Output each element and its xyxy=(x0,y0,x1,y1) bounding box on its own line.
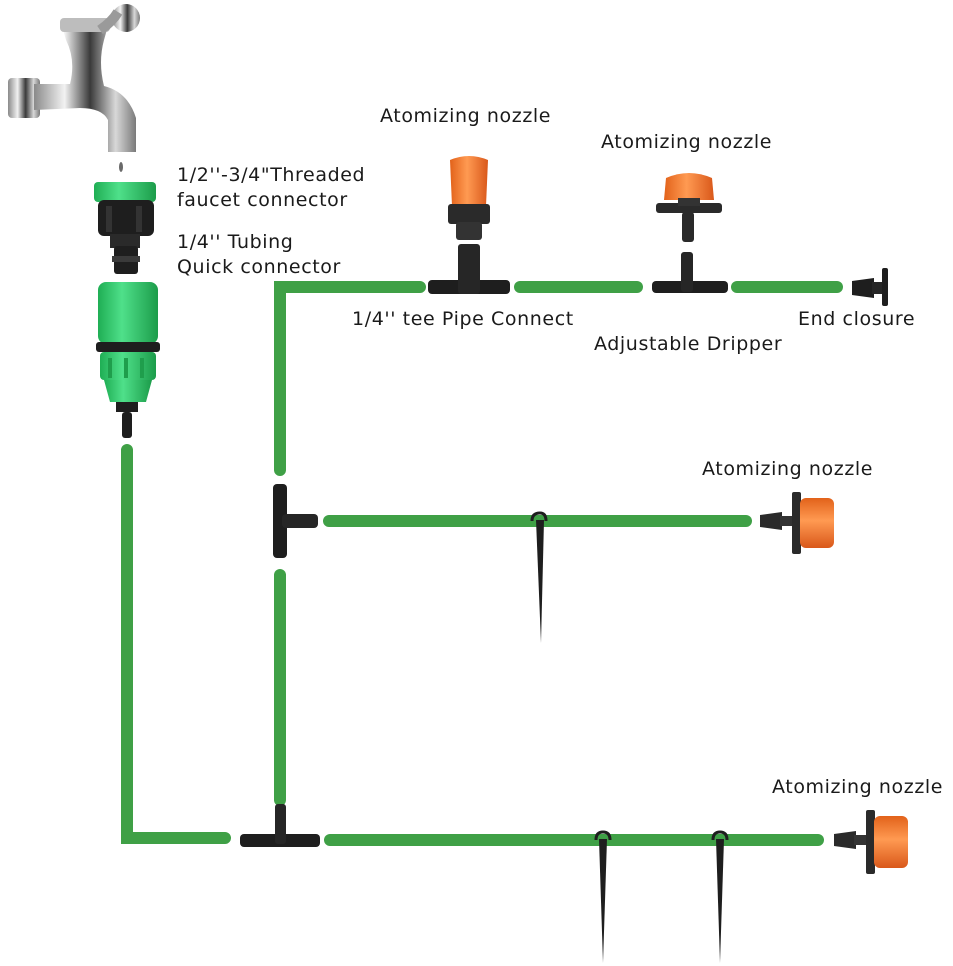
nozzle-top-2-label: Atomizing nozzle xyxy=(601,131,773,153)
end-closure-label: End closure xyxy=(798,308,916,330)
stake-icon xyxy=(711,830,729,963)
quick-connector-label-line1: 1/4'' Tubing xyxy=(177,231,294,253)
quick-connector-label: 1/4'' Tubing Quick connector xyxy=(177,230,341,280)
tee-icon xyxy=(273,484,318,558)
faucet-connector-label-line2: faucet connector xyxy=(177,189,348,211)
nozzle-icon xyxy=(448,156,490,240)
tee-icon xyxy=(240,804,320,847)
quick-connector-icon xyxy=(96,282,160,438)
threaded-connector-icon xyxy=(94,182,156,274)
tee-icon xyxy=(652,252,728,293)
stake-icon xyxy=(594,830,612,963)
adjustable-dripper-label: Adjustable Dripper xyxy=(594,333,783,355)
nozzle-icon xyxy=(656,173,722,242)
faucet-connector-label-line1: 1/2''-3/4"Threaded xyxy=(177,164,366,186)
tube-main-feed xyxy=(121,444,231,844)
nozzle-bottom-label: Atomizing nozzle xyxy=(772,776,944,798)
nozzle-middle-label: Atomizing nozzle xyxy=(702,458,874,480)
nozzle-icon xyxy=(834,810,908,874)
nozzle-icon xyxy=(760,492,834,554)
end-plug-icon xyxy=(852,268,888,306)
tee-icon xyxy=(428,244,510,294)
tee-pipe-label: 1/4'' tee Pipe Connect xyxy=(352,308,574,330)
faucet-icon xyxy=(8,4,140,172)
tube-riser-top xyxy=(274,281,426,476)
quick-connector-label-line2: Quick connector xyxy=(177,256,341,278)
faucet-connector-label: 1/2''-3/4"Threaded faucet connector xyxy=(177,163,365,213)
tubing xyxy=(121,281,843,846)
nozzle-top-1-label: Atomizing nozzle xyxy=(380,105,552,127)
stake-icon xyxy=(530,511,548,643)
